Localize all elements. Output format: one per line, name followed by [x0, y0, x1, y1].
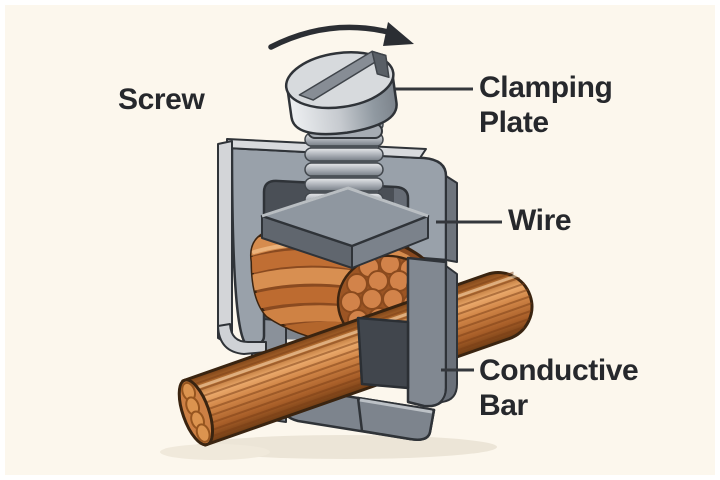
- screw-head: [284, 50, 398, 136]
- clamp-right-wall-front: [406, 256, 448, 408]
- screw-slot: [298, 50, 390, 101]
- ground-shadow: [160, 435, 497, 460]
- bar-end-face: [177, 378, 215, 447]
- clamp-right-depth-upper: [445, 175, 458, 263]
- clamp-window: [356, 316, 410, 390]
- clamp-left-face: [217, 140, 233, 347]
- screw-label: Screw: [118, 83, 205, 116]
- wire-label: Wire: [508, 204, 572, 237]
- clamp-bottom-left-corner: [217, 323, 267, 355]
- leader-lines: [395, 87, 502, 372]
- conductive-bar-label: Conductive Bar: [479, 354, 639, 422]
- clamping-plate-label: Clamping Plate: [479, 71, 613, 139]
- clamping-plate-shape: [260, 186, 430, 269]
- rotation-arrow-icon: [268, 22, 414, 50]
